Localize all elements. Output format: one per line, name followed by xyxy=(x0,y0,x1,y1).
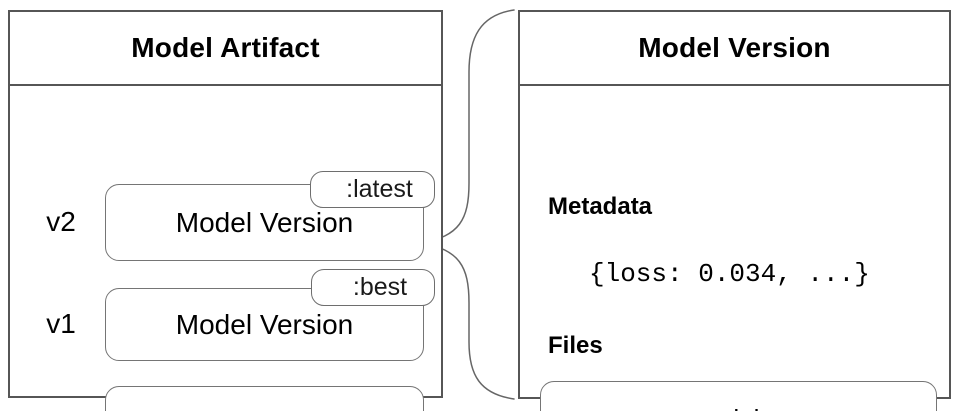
metadata-value: {loss: 0.034, ...} xyxy=(589,259,870,289)
version-label-v0: v0 xyxy=(29,407,93,411)
model-version-box-v1-label: Model Version xyxy=(175,308,354,340)
model-version-title: Model Version xyxy=(520,12,949,86)
version-label-v2: v2 xyxy=(46,206,76,237)
model-version-box-v0: Model Version xyxy=(105,386,424,411)
model-artifact-panel: Model Artifact v2 Model Version :latest … xyxy=(8,10,443,411)
files-heading: Files xyxy=(548,332,603,359)
metadata-heading: Metadata xyxy=(548,193,653,220)
version-label-v1: v1 xyxy=(46,308,76,339)
model-version-box-v2-label: Model Version xyxy=(175,206,354,238)
tag-latest: :latest xyxy=(310,171,435,208)
model-version-panel: Model Version Metadata {loss: 0.034, ...… xyxy=(518,10,951,411)
file-box: model.pt xyxy=(540,381,937,411)
tag-best: :best xyxy=(311,269,435,306)
file-name: model.pt xyxy=(689,404,789,411)
model-artifact-title: Model Artifact xyxy=(10,12,441,86)
model-version-box-v0-label: Model Version xyxy=(176,406,353,411)
